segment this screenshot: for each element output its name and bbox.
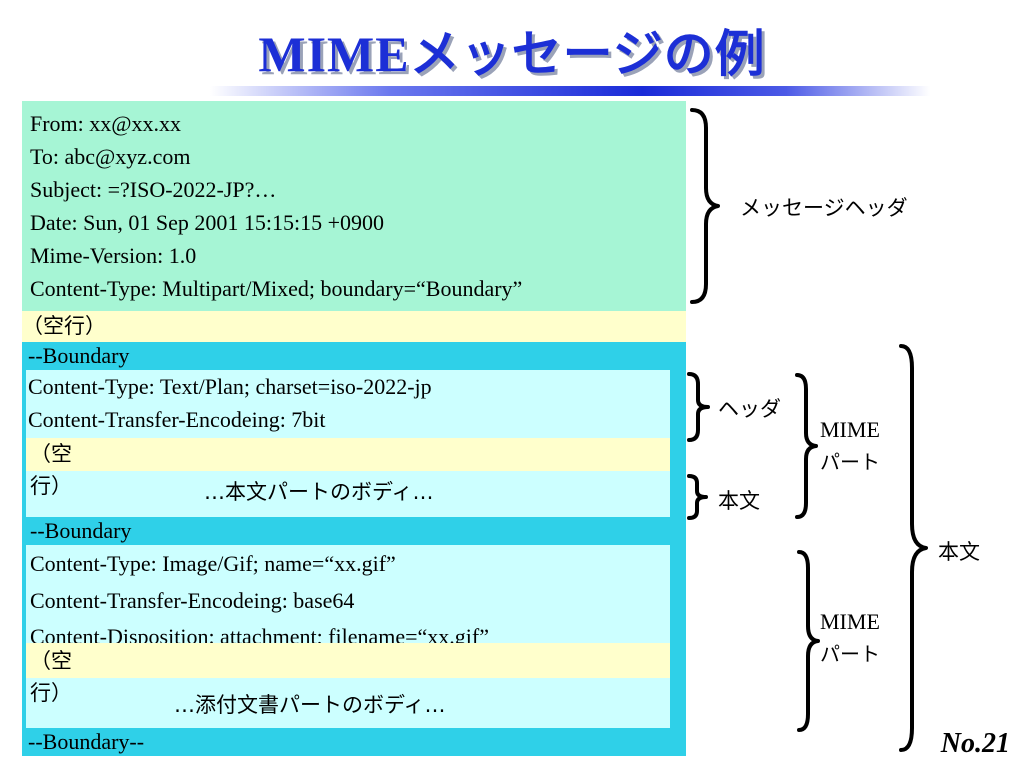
part2-content-type: Content-Type: Image/Gif; name=“xx.gif” xyxy=(30,551,396,576)
part1-body-text: …本文パートのボディ… xyxy=(204,480,434,504)
label-mime-part-1-line1: MIME xyxy=(820,417,880,442)
label-mime-part-2: MIME パート xyxy=(820,606,880,670)
message-header-box: From: xx@xx.xx To: abc@xyz.com Subject: … xyxy=(22,101,686,311)
part2-blank-top: （空 xyxy=(30,649,72,673)
header-line-date: Date: Sun, 01 Sep 2001 15:15:15 +0900 xyxy=(30,210,385,235)
message-header-brace xyxy=(690,108,720,304)
header-line-subject: Subject: =?ISO-2022-JP?… xyxy=(30,177,277,202)
mime-part-1-brace xyxy=(795,373,818,519)
part1-blank-bottom: 行） xyxy=(30,474,72,498)
part2-blank-line: （空 xyxy=(26,643,670,678)
part2-body-text: …添付文書パートのボディ… xyxy=(174,693,446,717)
label-part-header: ヘッダ xyxy=(718,397,781,421)
part1-content-type: Content-Type: Text/Plan; charset=iso-202… xyxy=(28,374,432,399)
message-body-box: --Boundary Content-Type: Text/Plan; char… xyxy=(22,342,686,756)
part1-body-box: 行） …本文パートのボディ… xyxy=(26,471,670,517)
boundary-2: --Boundary xyxy=(30,518,132,543)
label-mime-part-1: MIME パート xyxy=(820,414,880,478)
label-mime-part-2-line1: MIME xyxy=(820,609,880,634)
label-part-body: 本文 xyxy=(718,489,760,513)
label-mime-part-1-line2: パート xyxy=(820,450,880,474)
label-message-header: メッセージヘッダ xyxy=(740,196,908,220)
slide-title: MIMEメッセージの例 xyxy=(258,26,766,82)
mime-part-2-brace xyxy=(797,550,820,732)
boundary-1: --Boundary xyxy=(28,343,130,368)
header-line-to: To: abc@xyz.com xyxy=(30,144,191,169)
part-body-brace xyxy=(687,474,708,520)
part-header-brace xyxy=(687,372,710,442)
label-body: 本文 xyxy=(938,540,980,564)
part2-header-box: Content-Type: Image/Gif; name=“xx.gif” C… xyxy=(26,545,670,643)
part1-blank-line: （空 xyxy=(26,438,670,471)
page-number: No.21 xyxy=(940,728,1010,759)
label-mime-part-2-line2: パート xyxy=(820,642,880,666)
part1-header-box: Content-Type: Text/Plan; charset=iso-202… xyxy=(26,370,670,438)
part2-transfer-encoding: Content-Transfer-Encodeing: base64 xyxy=(30,588,355,613)
title-underline xyxy=(210,86,930,96)
header-line-from: From: xx@xx.xx xyxy=(30,111,182,136)
header-line-content-type: Content-Type: Multipart/Mixed; boundary=… xyxy=(30,276,523,301)
part2-blank-bottom: 行） xyxy=(30,681,72,705)
part2-disposition: Content-Disposition: attachment; filenam… xyxy=(30,624,490,643)
blank-line-1: （空行） xyxy=(22,311,686,342)
part2-body-box: 行） …添付文書パートのボディ… xyxy=(26,678,670,728)
body-brace xyxy=(899,344,928,752)
part1-blank-top: （空 xyxy=(30,442,72,466)
part1-transfer-encoding: Content-Transfer-Encodeing: 7bit xyxy=(28,407,326,432)
header-line-mime-version: Mime-Version: 1.0 xyxy=(30,243,197,268)
blank-line-label: （空行） xyxy=(22,314,106,338)
boundary-end: --Boundary-- xyxy=(28,729,145,754)
